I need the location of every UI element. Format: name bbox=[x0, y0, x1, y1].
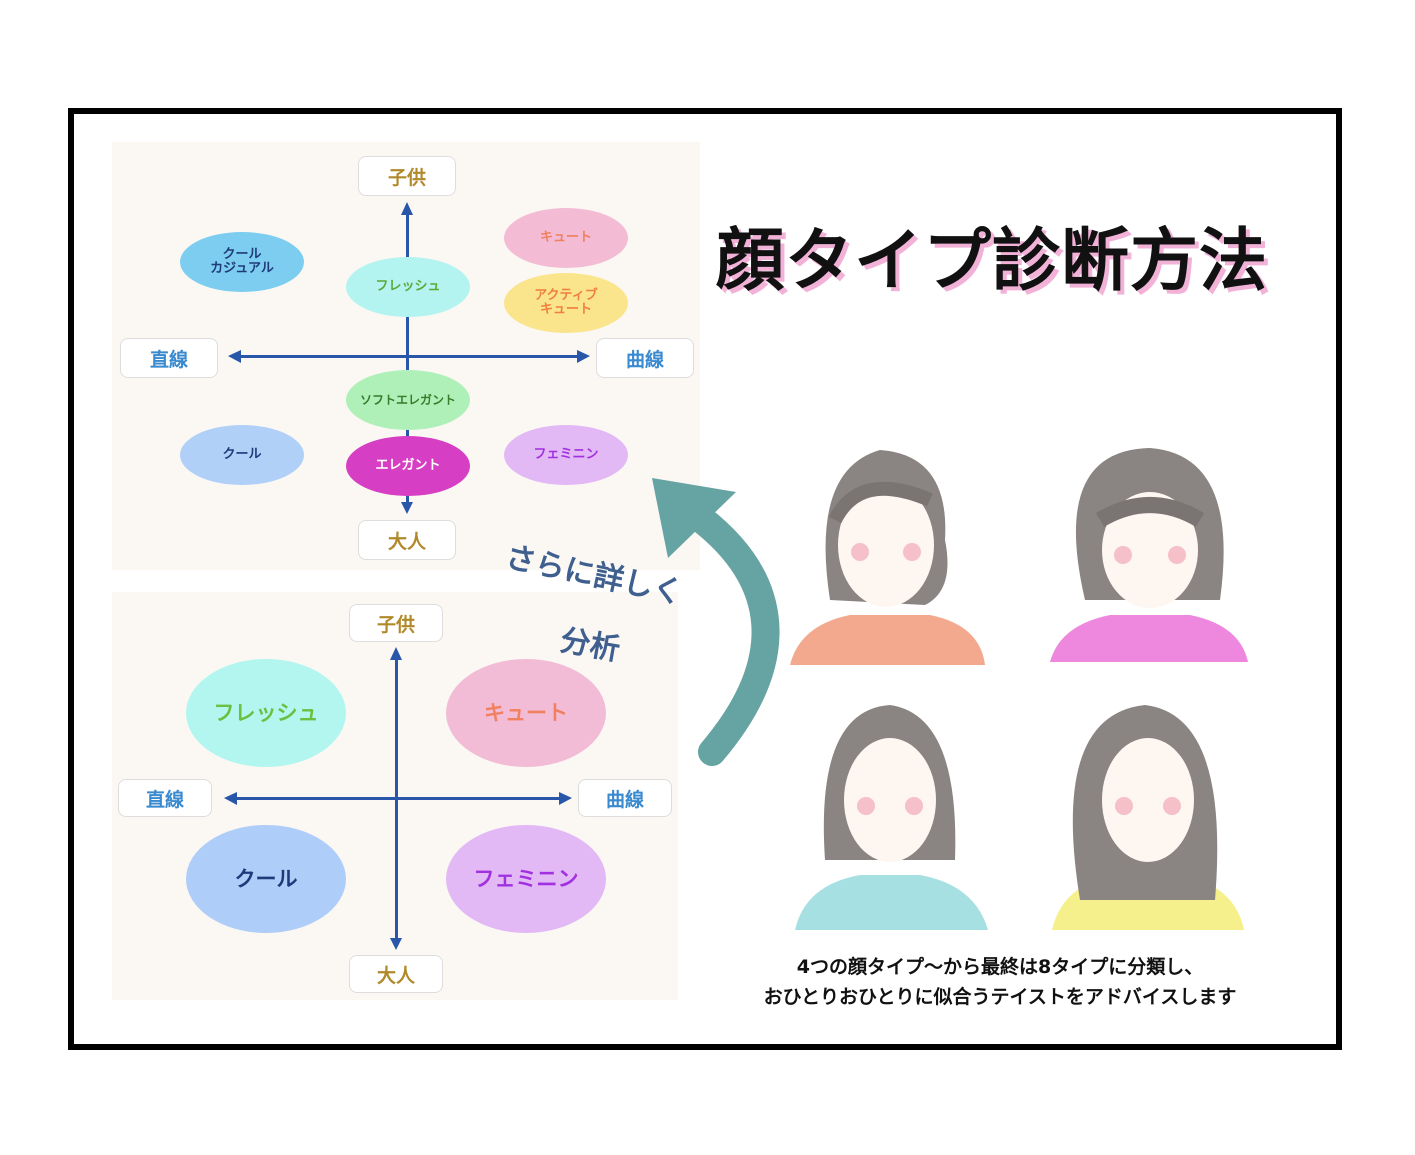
face-illustration-feminine bbox=[1052, 705, 1244, 930]
caption-line1: 4つの顔タイプ〜から最終は8タイプに分類し、 bbox=[796, 956, 1204, 978]
type-cool: クール bbox=[180, 425, 304, 485]
horizontal-axis bbox=[237, 355, 582, 358]
type-feminine: フェミニン bbox=[504, 425, 628, 485]
vertical-axis bbox=[406, 210, 409, 510]
type-cool: クール bbox=[186, 825, 346, 933]
axis-label-right: 曲線 bbox=[596, 338, 694, 378]
axis-arrowheads bbox=[224, 647, 572, 950]
axis-label-right: 曲線 bbox=[578, 779, 672, 817]
face-illustration-cute bbox=[1050, 448, 1248, 662]
horizontal-axis bbox=[232, 797, 567, 800]
axis-arrowheads bbox=[228, 202, 590, 514]
type-fresh: フレッシュ bbox=[186, 659, 346, 767]
type-elegant: エレガント bbox=[346, 436, 470, 496]
caption-line2: おひとりおひとりに似合うテイストをアドバイスします bbox=[763, 986, 1237, 1008]
type-cute: キュート bbox=[446, 659, 606, 767]
axis-label-left: 直線 bbox=[120, 338, 218, 378]
caption: 4つの顔タイプ〜から最終は8タイプに分類し、 おひとりおひとりに似合うテイストを… bbox=[700, 952, 1300, 1012]
page-title: 顔タイプ診断方法 bbox=[716, 222, 1269, 301]
face-illustration-cool bbox=[795, 705, 988, 930]
axis-label-left: 直線 bbox=[118, 779, 212, 817]
axis-label-top: 子供 bbox=[358, 156, 456, 196]
axis-label-bottom: 大人 bbox=[358, 520, 456, 560]
four-type-diagram: 子供 大人 直線 曲線 フレッシュ キュート クール フェミニン bbox=[112, 592, 678, 1000]
type-feminine: フェミニン bbox=[446, 825, 606, 933]
axis-label-top: 子供 bbox=[349, 604, 443, 642]
eight-type-diagram: 子供 大人 直線 曲線 クール カジュアル フレッシュ キュート アクティブ キ… bbox=[112, 142, 700, 570]
type-fresh: フレッシュ bbox=[346, 257, 470, 317]
type-cute: キュート bbox=[504, 208, 628, 268]
face-illustration-fresh bbox=[790, 450, 985, 665]
type-cool-casual: クール カジュアル bbox=[180, 232, 304, 292]
type-active-cute: アクティブ キュート bbox=[504, 273, 628, 333]
axis-label-bottom: 大人 bbox=[349, 955, 443, 993]
type-soft-elegant: ソフトエレガント bbox=[346, 370, 470, 430]
